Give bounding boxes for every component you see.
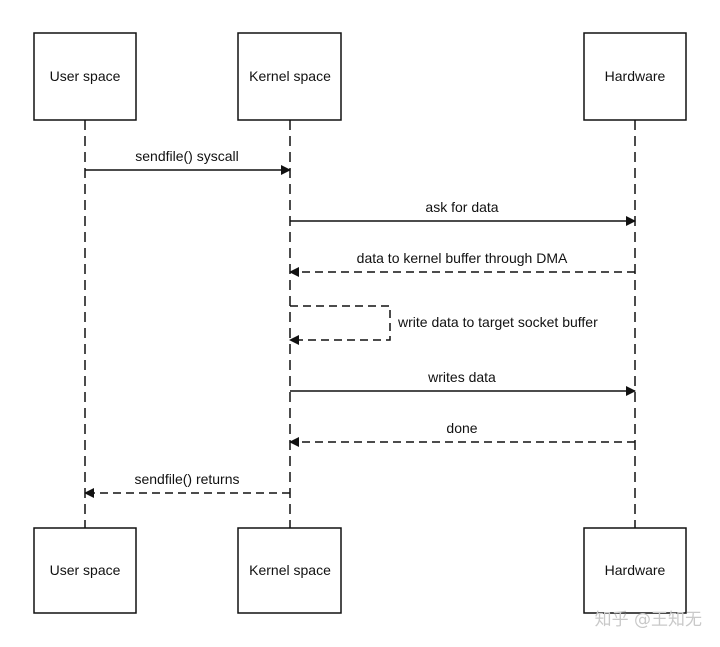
actor-label: User space <box>50 68 121 84</box>
message-sendfile-returns: sendfile() returns <box>84 471 290 498</box>
message-label: sendfile() syscall <box>135 148 238 164</box>
message-writes-data: writes data <box>290 369 636 396</box>
message-done: done <box>289 420 635 447</box>
message-label: done <box>446 420 477 436</box>
actor-hardware-bottom: Hardware <box>583 527 687 614</box>
message-label: writes data <box>427 369 496 385</box>
message-label: write data to target socket buffer <box>397 314 598 330</box>
message-write-to-socket-buffer: write data to target socket buffer <box>289 305 598 345</box>
message-label: sendfile() returns <box>134 471 239 487</box>
actor-label: Kernel space <box>249 562 331 578</box>
actor-label: User space <box>50 562 121 578</box>
watermark-text: 知乎 @王知无 <box>595 610 702 630</box>
actor-hardware-top: Hardware <box>583 32 687 121</box>
message-data-to-kernel-buffer: data to kernel buffer through DMA <box>289 250 635 277</box>
message-label: ask for data <box>425 199 498 215</box>
actor-user-space-top: User space <box>33 32 137 121</box>
actor-kernel-space-top: Kernel space <box>237 32 342 121</box>
message-label: data to kernel buffer through DMA <box>357 250 568 266</box>
actor-label: Hardware <box>605 68 666 84</box>
actor-label: Kernel space <box>249 68 331 84</box>
actor-kernel-space-bottom: Kernel space <box>237 527 342 614</box>
actor-user-space-bottom: User space <box>33 527 137 614</box>
message-ask-for-data: ask for data <box>290 199 636 226</box>
message-sendfile-syscall: sendfile() syscall <box>85 148 291 175</box>
actor-label: Hardware <box>605 562 666 578</box>
